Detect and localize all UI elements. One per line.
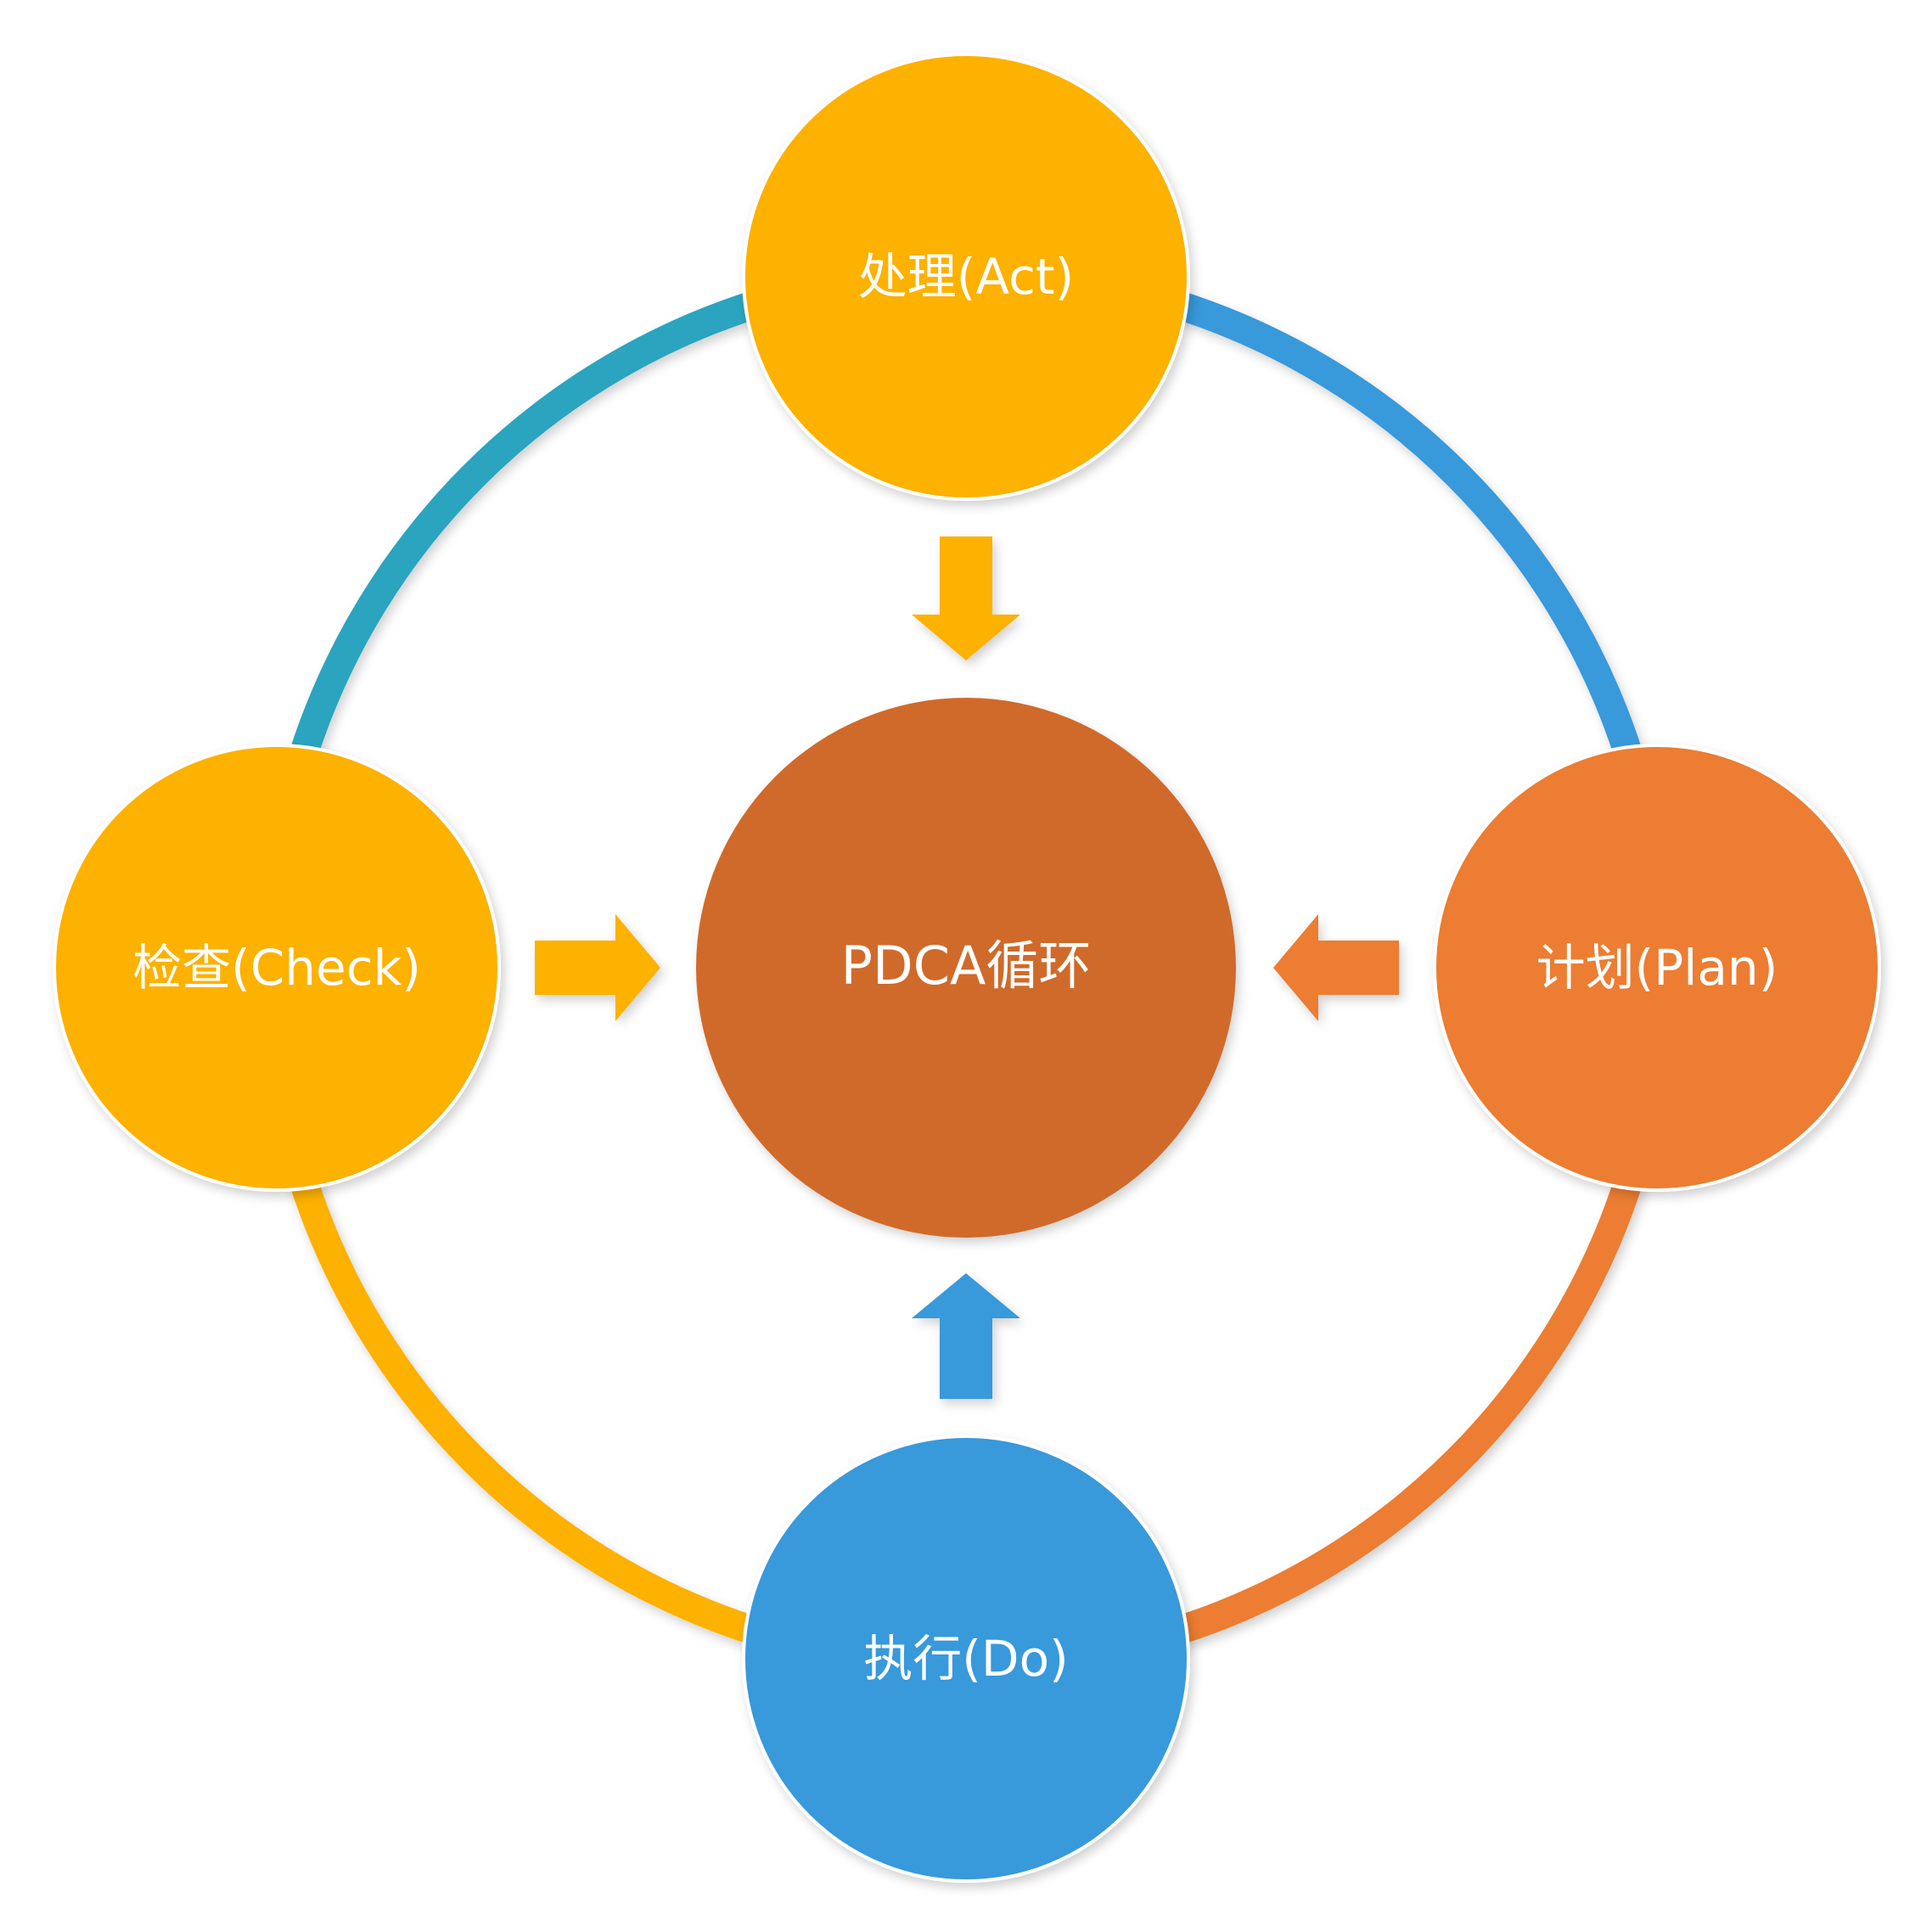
- check-circle: [53, 744, 501, 1192]
- arrow-right-from-check: [535, 914, 660, 1021]
- center-node: PDCA循环: [696, 698, 1236, 1238]
- plan-circle: [1433, 744, 1881, 1192]
- plan-label: 计划(Plan): [1536, 939, 1778, 997]
- check-label: 检查(Check): [132, 939, 421, 997]
- node-act: 处理(Act): [742, 53, 1190, 501]
- act-circle: [742, 53, 1190, 501]
- arrow-down-from-act: [912, 536, 1020, 660]
- center-label: PDCA循环: [841, 935, 1092, 997]
- node-plan: 计划(Plan): [1433, 744, 1881, 1192]
- node-do: 执行(Do): [742, 1435, 1190, 1883]
- arrows: [535, 536, 1399, 1399]
- do-circle: [742, 1435, 1190, 1883]
- center-circle: [696, 698, 1236, 1238]
- node-check: 检查(Check): [53, 744, 501, 1192]
- act-label: 处理(Act): [858, 248, 1075, 306]
- do-label: 执行(Do): [863, 1630, 1068, 1688]
- arrow-up-from-do: [912, 1273, 1020, 1399]
- arrow-left-from-plan: [1273, 914, 1399, 1021]
